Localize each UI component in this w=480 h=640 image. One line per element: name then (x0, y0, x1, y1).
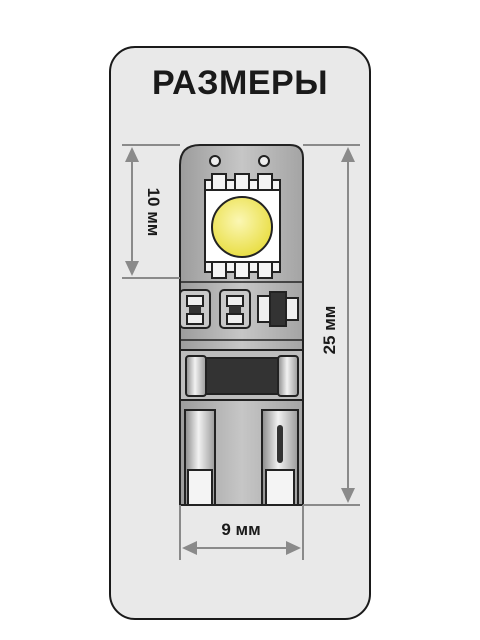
led-section-dimension-label: 10 мм (144, 187, 163, 237)
resistor-component (219, 289, 251, 329)
dimension-width (179, 505, 304, 560)
contact-wires (184, 409, 299, 506)
dimension-length (303, 144, 360, 506)
width-dimension-label: 9 мм (221, 520, 261, 539)
mounting-hole (258, 155, 270, 167)
diode-component (257, 291, 299, 327)
length-dimension-label: 25 мм (320, 305, 339, 355)
page-title: РАЗМЕРЫ (151, 64, 328, 102)
led-emitter (211, 196, 273, 258)
dimension-led-section (122, 144, 180, 279)
capacitor-component (179, 349, 304, 401)
resistor-component (179, 289, 211, 329)
mounting-hole (209, 155, 221, 167)
